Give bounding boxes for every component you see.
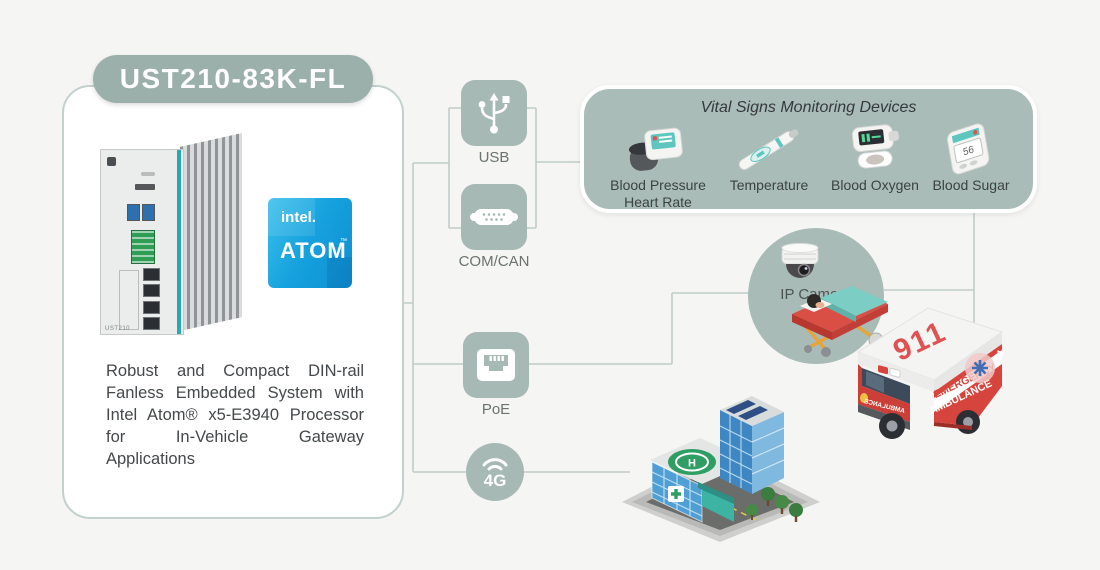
front-panel: UST210 [100, 149, 184, 335]
vital-signs-title: Vital Signs Monitoring Devices [700, 99, 917, 116]
badge-shade [326, 257, 352, 288]
4g-text: 4G [484, 471, 507, 490]
device-label-line1: Blood Sugar [932, 177, 1010, 193]
hospital-illustration: H [622, 382, 820, 542]
comcan-tile [461, 184, 527, 250]
trademark-symbol: ™ [340, 238, 347, 245]
usb-port [142, 204, 155, 221]
product-title: UST210-83K-FL [93, 55, 373, 103]
intel-atom-badge: intel. ATOM ™ [268, 198, 352, 288]
ethernet-ports [143, 268, 160, 330]
usb-icon [478, 93, 510, 134]
usb-label: USB [478, 149, 510, 166]
sim-slot [135, 184, 155, 190]
intel-logo-text: intel. [281, 209, 317, 226]
usb-tile [461, 80, 527, 146]
poe-label: PoE [481, 401, 511, 418]
glucose-reading: 56 [962, 144, 975, 158]
serial-port-icon [470, 209, 518, 225]
brand-logo-mark [107, 157, 116, 166]
device-label-line1: Blood Pressure [610, 177, 706, 193]
poe-tile [463, 332, 529, 398]
heatsink-fins [180, 133, 242, 331]
atom-logo-text: ATOM [280, 238, 347, 263]
device-blood-sugar: 56 Blood Sugar [916, 121, 1026, 194]
usb-port [127, 204, 140, 221]
4g-badge: 4G [466, 443, 524, 501]
4g-signal-icon: 4G [482, 458, 508, 490]
ethernet-port-icon [477, 349, 515, 381]
led-panel [119, 270, 139, 330]
ambulance-illustration: 911 EMERGENCY AMBULANCE 911 AMBULANCE [850, 292, 1014, 444]
product-description: Robust and Compact DIN-rail Fanless Embe… [106, 362, 364, 468]
device-label-line1: Temperature [729, 177, 809, 193]
teal-stripe [177, 150, 181, 334]
badge-shade [268, 198, 316, 236]
dome-camera-icon [776, 242, 824, 288]
thermometer-icon [714, 121, 824, 177]
device-label-line2: Heart Rate [624, 194, 692, 210]
blood-pressure-monitor-icon [593, 121, 723, 177]
device-blood-oxygen: Blood Oxygen [815, 121, 935, 194]
helipad-letter: H [688, 458, 696, 470]
patient-stretcher-illustration [786, 274, 896, 360]
power-switch [141, 172, 155, 176]
device-temperature: Temperature [714, 121, 824, 194]
vital-signs-panel: Vital Signs Monitoring Devices Blo [580, 85, 1037, 213]
device-label-line1: Blood Oxygen [831, 177, 919, 193]
comcan-label: COM/CAN [458, 253, 530, 270]
embedded-pc-image: UST210 [100, 133, 242, 338]
pulse-oximeter-icon [815, 121, 935, 177]
device-blood-pressure: Blood Pressure Heart Rate [593, 121, 723, 211]
device-model-label: UST210 [105, 326, 131, 332]
glucose-meter-icon: 56 [916, 121, 1026, 177]
terminal-block [131, 230, 155, 264]
